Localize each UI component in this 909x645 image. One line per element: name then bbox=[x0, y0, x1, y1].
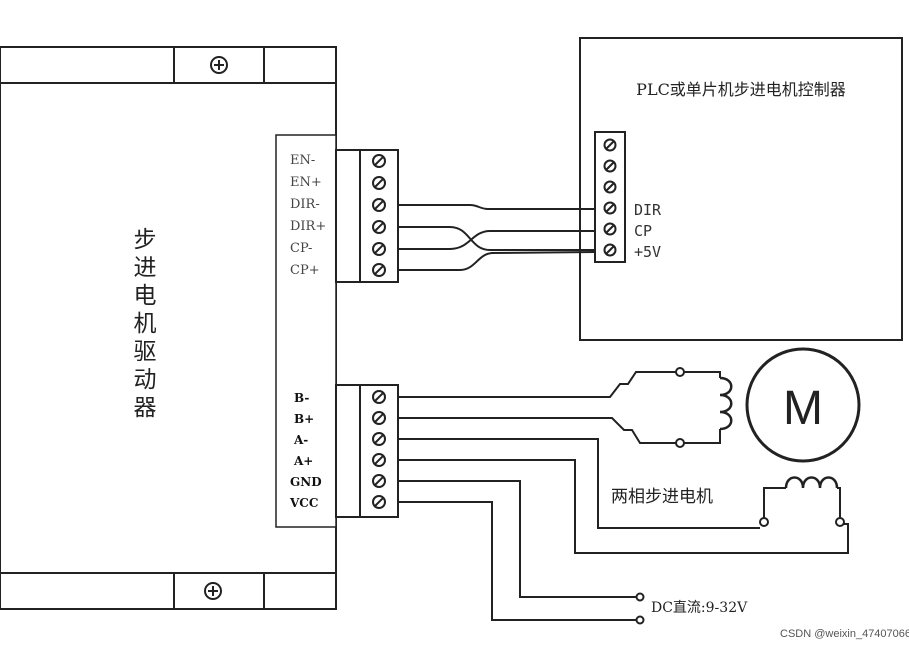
screw-terminal-icon bbox=[603, 201, 617, 215]
power-node-vcc bbox=[635, 615, 645, 625]
screw-terminal-icon bbox=[372, 390, 386, 404]
screw-terminal-icon bbox=[372, 263, 386, 277]
controller-terminal-dir: DIR bbox=[634, 201, 662, 219]
driver-title-char: 驱 bbox=[134, 339, 157, 365]
terminal-label-a-plus: A+ bbox=[293, 454, 313, 468]
watermark: CSDN @weixin_47407066 bbox=[780, 628, 909, 640]
wire-a-minus bbox=[398, 438, 760, 529]
terminal-label-b-plus: B+ bbox=[294, 412, 314, 426]
top-screw-icon bbox=[210, 56, 228, 74]
driver-title-char: 步 bbox=[134, 227, 157, 253]
driver-title-char: 电 bbox=[134, 283, 157, 309]
screw-terminal-icon bbox=[372, 411, 386, 425]
terminal-label-a-minus: A- bbox=[293, 433, 308, 447]
wire-b-plus bbox=[398, 417, 676, 444]
coil-a-bottom-lead bbox=[684, 429, 721, 444]
screw-terminal-icon bbox=[603, 138, 617, 152]
screw-terminal-icon bbox=[372, 176, 386, 190]
driver-title-char: 机 bbox=[134, 311, 157, 337]
wire-vcc bbox=[398, 501, 636, 621]
screw-terminal-icon bbox=[372, 453, 386, 467]
wire-dir-minus bbox=[398, 204, 595, 210]
controller-box bbox=[579, 37, 903, 341]
screw-terminal-icon bbox=[372, 474, 386, 488]
power-terminal-block bbox=[335, 384, 399, 518]
driver-label-panel bbox=[275, 134, 337, 528]
coil-a-icon bbox=[719, 376, 733, 431]
control-terminal-labels: EN- EN+ DIR- DIR+ CP- CP+ bbox=[290, 153, 326, 278]
motor-label: 两相步进电机 bbox=[611, 487, 713, 507]
terminal-label-vcc: VCC bbox=[289, 496, 318, 510]
screw-terminal-icon bbox=[603, 159, 617, 173]
coil-b-node bbox=[759, 517, 769, 527]
screw-terminal-icon bbox=[603, 222, 617, 236]
terminal-label-cp-minus: CP- bbox=[290, 241, 312, 256]
wire-dir-plus bbox=[398, 226, 595, 251]
controller-terminal-5v: +5V bbox=[634, 243, 661, 261]
coil-b-left-lead bbox=[763, 487, 786, 520]
screw-terminal-icon bbox=[372, 198, 386, 212]
power-wires bbox=[398, 371, 849, 621]
terminal-label-b-minus: B- bbox=[294, 391, 309, 405]
driver-bottom-flange bbox=[0, 572, 337, 610]
screw-terminal-icon bbox=[372, 495, 386, 509]
wire-a-plus bbox=[398, 459, 849, 554]
controller: PLC或单片机步进电机控制器 DIR CP +5V bbox=[579, 37, 903, 341]
wire-gnd bbox=[398, 480, 636, 598]
controller-terminal-cp: CP bbox=[634, 222, 652, 240]
power-terminal-labels: B- B+ A- A+ GND VCC bbox=[289, 391, 322, 510]
screw-terminal-icon bbox=[372, 154, 386, 168]
controller-title: PLC或单片机步进电机控制器 bbox=[636, 80, 846, 99]
controller-terminal-block bbox=[594, 131, 626, 263]
wire-cp-minus bbox=[398, 230, 595, 250]
coil-b-icon bbox=[784, 476, 839, 489]
coil-b-right-lead bbox=[837, 487, 841, 520]
power-node-gnd bbox=[635, 592, 645, 602]
driver-title-char: 器 bbox=[134, 395, 157, 421]
control-wires bbox=[398, 204, 596, 271]
coil-b-node bbox=[835, 517, 845, 527]
motor-circle bbox=[745, 347, 861, 463]
control-terminal-block bbox=[335, 149, 399, 283]
screw-terminal-icon bbox=[372, 220, 386, 234]
wire-b-minus bbox=[398, 371, 676, 398]
terminal-label-cp-plus: CP+ bbox=[290, 263, 320, 278]
coil-a-node bbox=[675, 438, 685, 448]
terminal-label-en-minus: EN- bbox=[290, 153, 315, 168]
driver-title-char: 进 bbox=[134, 255, 157, 281]
coil-a-top-lead bbox=[684, 371, 721, 378]
power-supply-label: DC直流:9-32V bbox=[651, 599, 748, 616]
motor-symbol: M bbox=[783, 382, 823, 435]
screw-terminal-icon bbox=[603, 180, 617, 194]
terminal-label-gnd: GND bbox=[290, 475, 322, 489]
stepper-motor: M 两相步进电机 bbox=[611, 347, 861, 527]
driver-title: 步 进 电 机 驱 动 器 bbox=[134, 227, 157, 421]
stepper-driver: 步 进 电 机 驱 动 器 EN- EN+ DIR- DIR+ CP- CP+ … bbox=[0, 46, 337, 610]
coil-a-node bbox=[675, 367, 685, 377]
screw-terminal-icon bbox=[372, 432, 386, 446]
screw-terminal-icon bbox=[603, 243, 617, 257]
screw-terminal-icon bbox=[372, 242, 386, 256]
driver-title-char: 动 bbox=[134, 367, 157, 393]
terminal-label-en-plus: EN+ bbox=[290, 175, 322, 190]
wire-cp-plus bbox=[398, 251, 596, 271]
driver-top-flange bbox=[0, 46, 337, 84]
terminal-label-dir-minus: DIR- bbox=[290, 197, 320, 212]
bottom-screw-icon bbox=[204, 582, 222, 600]
terminal-label-dir-plus: DIR+ bbox=[290, 219, 326, 234]
